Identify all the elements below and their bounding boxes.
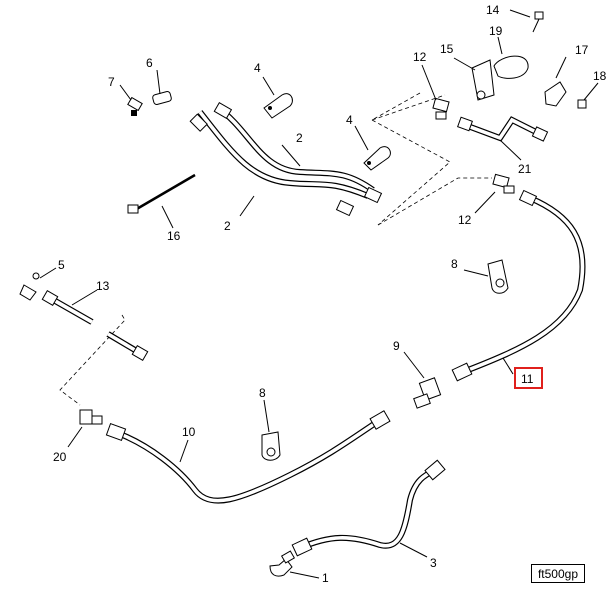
fitting-6[interactable] <box>152 91 172 105</box>
tee-fitting-12-lower[interactable] <box>492 173 515 194</box>
callout-4-upper: 4 <box>254 61 261 75</box>
callout-12-upper: 12 <box>413 50 427 64</box>
callout-8-upper: 8 <box>451 257 458 271</box>
reference-code-label: ft500gp <box>531 564 585 583</box>
fitting-18[interactable] <box>577 99 587 109</box>
bolt-14[interactable] <box>532 11 544 33</box>
callout-6: 6 <box>146 56 153 70</box>
clamp-4-lower[interactable] <box>363 146 391 171</box>
hose-13[interactable] <box>41 289 149 362</box>
callout-19: 19 <box>489 24 503 38</box>
dashed-connection-lines <box>59 92 492 406</box>
bracket-8-lower[interactable] <box>261 431 281 461</box>
clamp-4-upper[interactable] <box>263 93 293 119</box>
tee-fitting-9[interactable] <box>413 377 442 409</box>
callout-9: 9 <box>393 339 400 353</box>
callout-18: 18 <box>593 69 607 83</box>
callout-14: 14 <box>486 3 500 17</box>
tee-fitting-12-upper[interactable] <box>432 97 450 120</box>
bracket-8-upper[interactable] <box>487 259 509 294</box>
leader-lines <box>39 9 599 579</box>
callout-2-lower: 2 <box>224 219 231 233</box>
fitting-7[interactable] <box>127 96 143 116</box>
elbow-fitting-1[interactable] <box>269 550 296 577</box>
hose-3[interactable] <box>291 459 446 557</box>
elbow-fitting-5[interactable] <box>19 272 40 301</box>
callout-3: 3 <box>430 556 437 570</box>
callout-12-lower: 12 <box>458 213 472 227</box>
callout-4-lower: 4 <box>346 113 353 127</box>
elbow-fitting-17[interactable] <box>544 81 567 107</box>
cable-tie-16[interactable] <box>127 173 196 214</box>
bracket-15[interactable] <box>471 59 495 101</box>
clamp-19[interactable] <box>493 55 529 79</box>
callout-5: 5 <box>58 258 65 272</box>
hose-11[interactable] <box>451 189 586 382</box>
callout-13: 13 <box>96 279 110 293</box>
callout-1: 1 <box>322 571 329 585</box>
callout-20: 20 <box>53 450 67 464</box>
hose-21[interactable] <box>457 116 549 142</box>
callout-17: 17 <box>575 43 589 57</box>
callout-8-lower: 8 <box>259 386 266 400</box>
callout-labels: 1 2 2 3 4 4 5 6 7 8 8 9 10 11 12 12 13 1… <box>53 3 607 585</box>
hose-10[interactable] <box>105 410 391 504</box>
callout-11-highlight <box>514 367 543 389</box>
tee-fitting-20[interactable] <box>79 409 103 425</box>
callout-10: 10 <box>182 425 196 439</box>
callout-11: 11 <box>521 372 534 386</box>
hose-2-upper[interactable] <box>189 101 383 217</box>
callout-7: 7 <box>108 75 115 89</box>
callout-21: 21 <box>518 162 532 176</box>
callout-16: 16 <box>167 229 181 243</box>
callout-2-upper: 2 <box>296 131 303 145</box>
callout-15: 15 <box>440 42 454 56</box>
